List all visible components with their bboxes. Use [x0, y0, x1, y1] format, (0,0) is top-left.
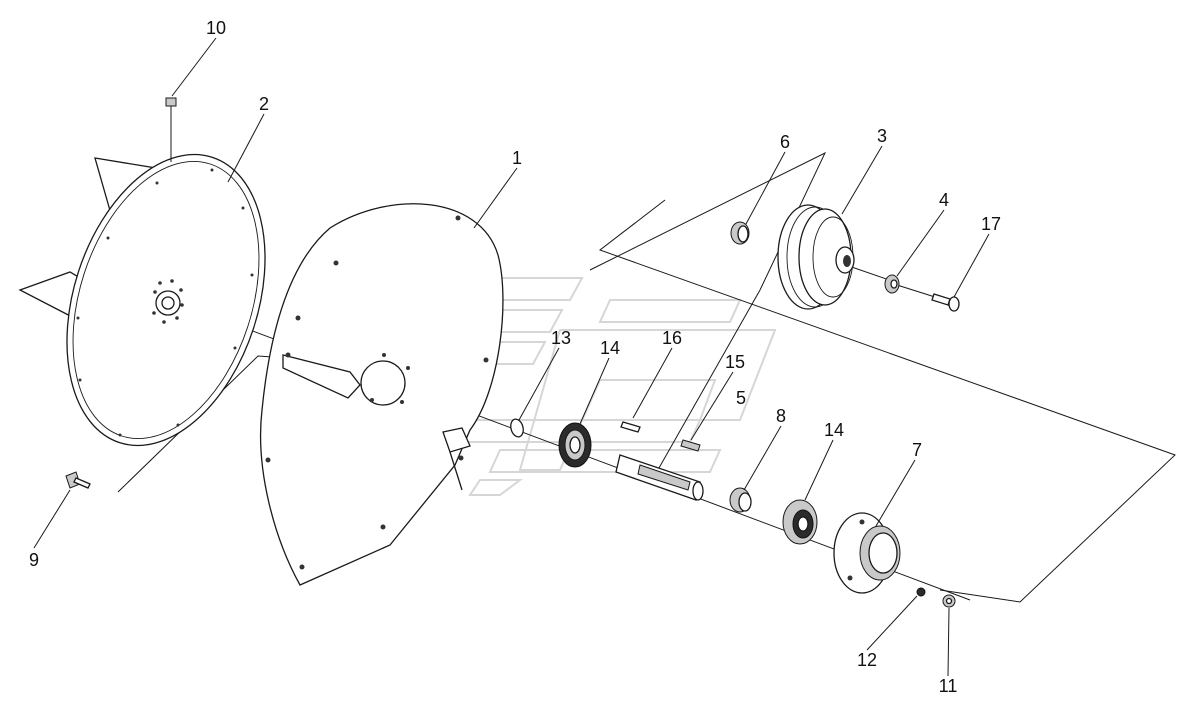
callout-8: 8: [776, 406, 786, 426]
callout-13: 13: [551, 328, 571, 348]
part-7-flange-housing: [833, 512, 901, 594]
callout-4: 4: [939, 190, 949, 210]
part-10-plug: [165, 97, 177, 162]
part-15-key: [680, 439, 701, 452]
callout-2: 2: [259, 94, 269, 114]
callout-7: 7: [912, 440, 922, 460]
callout-11: 11: [939, 676, 958, 696]
callout-14-rear: 14: [824, 420, 844, 440]
part-13-retaining-ring: [510, 418, 524, 438]
callout-16: 16: [662, 328, 682, 348]
part-1-housing-plate: [259, 203, 504, 586]
callout-15: 15: [725, 352, 745, 372]
callout-17: 17: [981, 214, 1001, 234]
callout-5: 5: [736, 388, 746, 408]
part-6-ring: [730, 221, 750, 245]
rim-holes: [76, 168, 254, 437]
leader-lines: [33, 37, 990, 677]
plate-holes: [265, 215, 489, 570]
hub-bolt-circle: [152, 279, 184, 324]
part-3-pulley: [777, 204, 855, 310]
callout-3: 3: [877, 126, 887, 146]
part-8-bushing: [729, 487, 752, 513]
part-11-nut: [942, 594, 956, 608]
part-17-bolt: [931, 293, 960, 312]
callout-6: 6: [780, 132, 790, 152]
part-9-bolt: [65, 471, 91, 489]
callout-1: 1: [512, 148, 522, 168]
part-14-bearing-front: [558, 422, 592, 468]
part-14-bearing-rear: [782, 499, 818, 545]
callout-12: 12: [857, 650, 877, 670]
callout-labels: 10 2 1 6 3 4 17 9 13 14 16 15 5 8 14 7 1…: [29, 18, 1001, 696]
callout-14-front: 14: [600, 338, 620, 358]
part-shaft: [615, 454, 704, 501]
part-2-impeller-disk: [18, 153, 266, 447]
part-4-washer: [884, 274, 900, 294]
callout-9: 9: [29, 550, 39, 570]
part-12-washer: [916, 587, 926, 597]
callout-10: 10: [206, 18, 226, 38]
part-16-key: [620, 421, 641, 433]
